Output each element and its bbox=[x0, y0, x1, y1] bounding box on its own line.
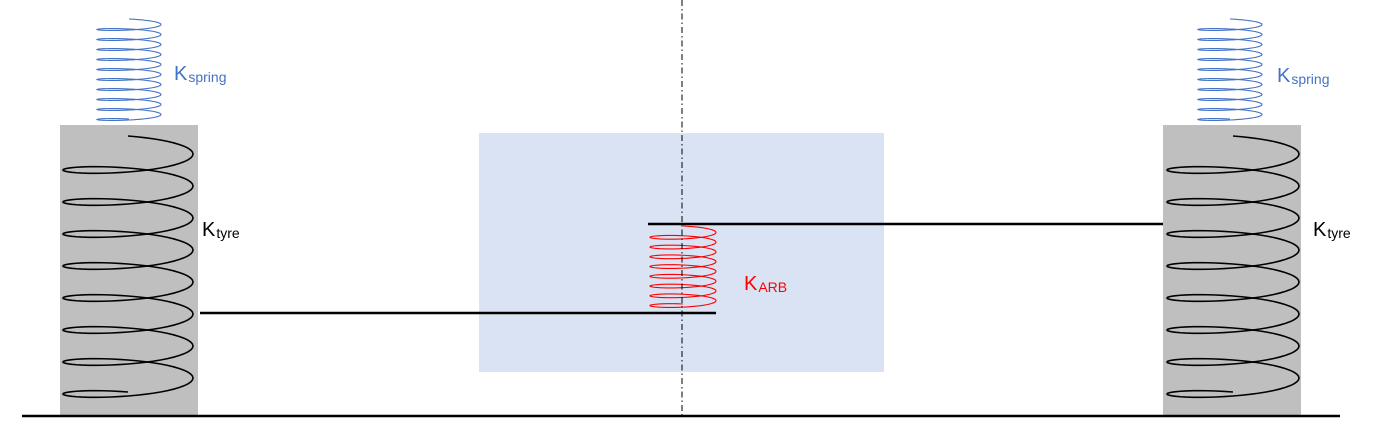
left-tyre-coil-icon bbox=[61, 135, 194, 399]
arb-label-sub: ARB bbox=[758, 279, 788, 295]
arb-coil-icon bbox=[649, 225, 717, 308]
left-spring-label: Kspring bbox=[174, 64, 226, 84]
right-spring-label-main: K bbox=[1277, 65, 1291, 87]
left-spring-coil-icon bbox=[96, 18, 162, 121]
right-tyre-label-sub: tyre bbox=[1327, 225, 1351, 241]
left-tyre-label-sub: tyre bbox=[216, 225, 240, 241]
right-spring-label: Kspring bbox=[1277, 66, 1329, 86]
left-tyre-label: Ktyre bbox=[202, 220, 240, 240]
arb-label: KARB bbox=[744, 274, 787, 294]
right-tyre-coil-icon bbox=[1165, 135, 1300, 399]
right-spring-coil-icon bbox=[1197, 18, 1263, 121]
left-spring-label-sub: spring bbox=[188, 69, 227, 85]
arb-label-main: K bbox=[744, 273, 758, 295]
right-tyre-label: Ktyre bbox=[1313, 220, 1351, 240]
right-spring-label-sub: spring bbox=[1291, 71, 1330, 87]
left-spring-label-main: K bbox=[174, 63, 188, 85]
right-tyre-label-main: K bbox=[1313, 219, 1327, 241]
left-tyre-label-main: K bbox=[202, 219, 216, 241]
